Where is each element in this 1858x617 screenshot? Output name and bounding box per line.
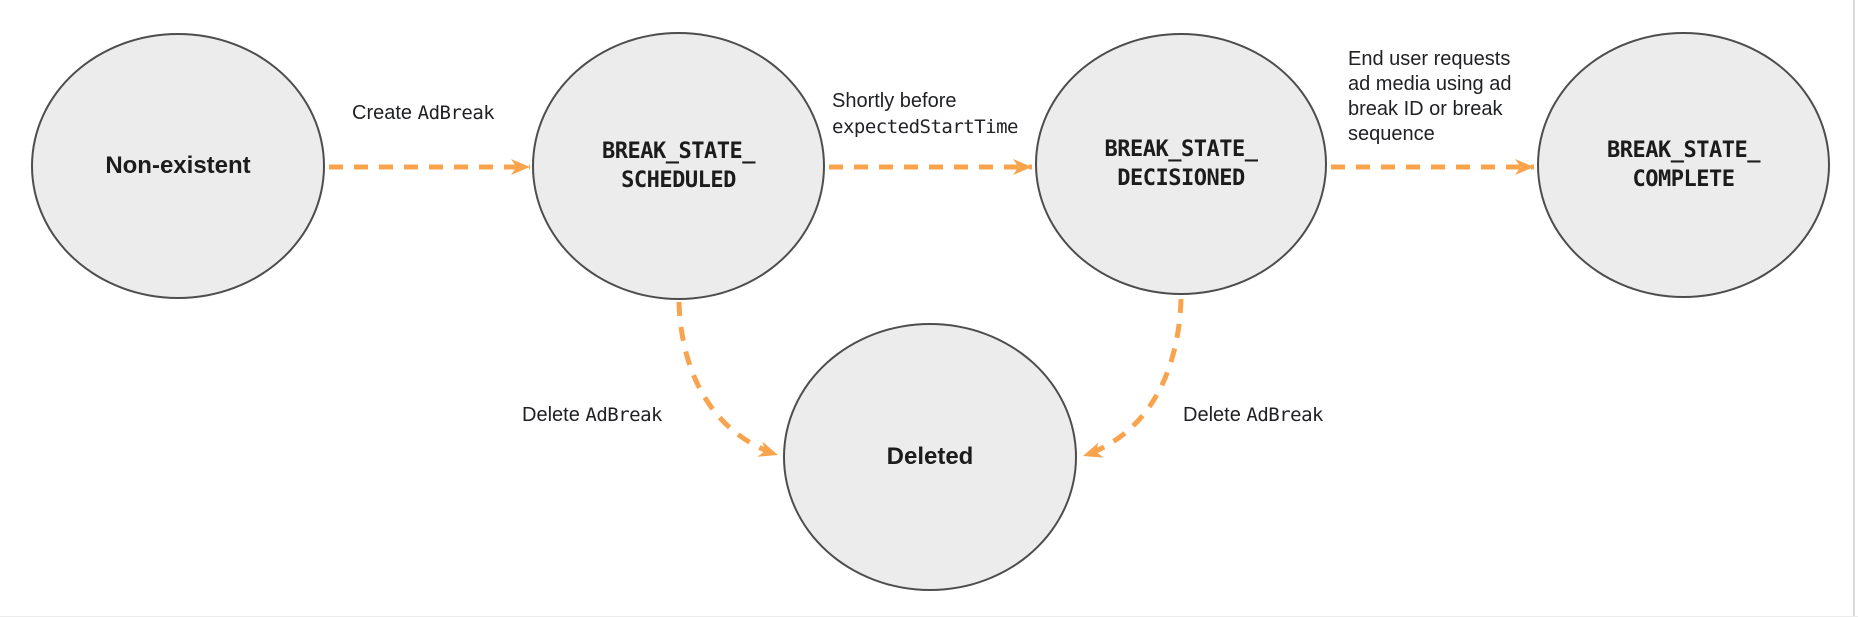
edge-label-text-line: sequence: [1348, 123, 1435, 145]
edge-label-text-line: break ID or break: [1348, 98, 1503, 120]
state-node-break-state-scheduled: BREAK_STATE_ SCHEDULED: [532, 32, 825, 300]
state-node-label: Non-existent: [105, 152, 251, 179]
state-node-label: BREAK_STATE_ DECISIONED: [1104, 137, 1258, 191]
edge-label-code: AdBreak: [585, 404, 662, 426]
edge-delete-adbreak-from-decisioned: [1082, 298, 1184, 459]
edge-label-text-line: End user requests: [1348, 48, 1511, 70]
state-node-label: BREAK_STATE_ COMPLETE: [1607, 138, 1760, 192]
edge-label-text-line: ad media using ad: [1348, 73, 1512, 95]
state-node-label: BREAK_STATE_ SCHEDULED: [602, 139, 755, 193]
edge-label-text: Delete: [522, 404, 580, 426]
page-right-edge-line: [1853, 0, 1855, 617]
edge-label-code: expectedStartTime: [832, 116, 1018, 138]
edge-label-code: AdBreak: [1246, 404, 1323, 426]
edge-label-text: Shortly before: [832, 90, 957, 112]
edge-label-shortly-before: Shortly before expectedStartTime: [832, 88, 1018, 140]
state-node-break-state-complete: BREAK_STATE_ COMPLETE: [1537, 32, 1830, 298]
edge-label-text: Delete: [1183, 404, 1241, 426]
state-node-break-state-decisioned: BREAK_STATE_ DECISIONED: [1035, 33, 1327, 295]
edge-label-end-user-requests: End user requests ad media using ad brea…: [1348, 47, 1511, 147]
edge-delete-adbreak-from-scheduled: [676, 301, 779, 458]
edge-label-text: Create: [352, 102, 413, 124]
state-node-deleted: Deleted: [783, 323, 1077, 591]
state-node-non-existent: Non-existent: [31, 33, 325, 299]
state-node-label: Deleted: [886, 443, 974, 470]
edge-label-code: AdBreak: [417, 102, 495, 124]
